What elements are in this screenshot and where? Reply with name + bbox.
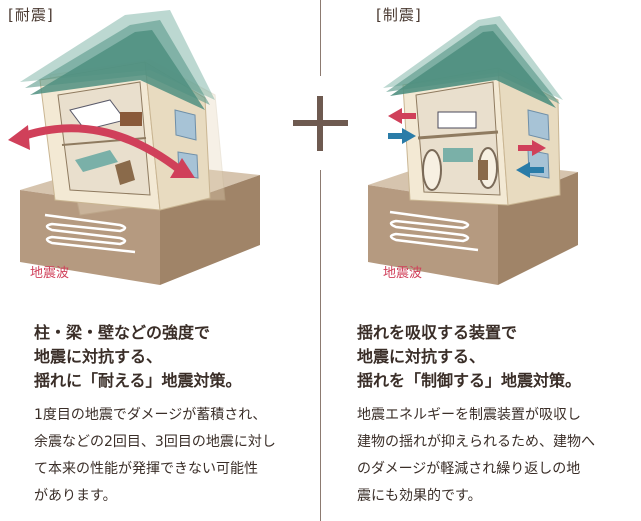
seismic-wave-label: 地震波 [30,266,70,281]
heading-line: 柱・梁・壁などの強度で [34,323,211,342]
body-line: て本来の性能が発揮できない可能性 [34,461,258,477]
heading-line: 揺れを「制御する」地震対策。 [357,371,582,390]
shaking-arrow-icon [8,124,195,178]
seismic-resistance-heading: 柱・梁・壁などの強度で 地震に対抗する、 揺れに「耐える」地震対策。 [34,321,242,393]
plus-icon [293,96,348,151]
seismic-wave-label: 地震波 [383,266,423,281]
body-line: 地震エネルギーを制震装置が吸収し [357,407,581,423]
heading-line: 地震に対抗する、 [357,347,486,366]
seismic-control-description: 地震エネルギーを制震装置が吸収し 建物の揺れが抑えられるため、建物へ のダメージ… [357,402,595,510]
body-line: のダメージが軽減され繰り返しの地 [357,461,581,477]
seismic-wave-icon [389,210,479,252]
body-line: 震にも効果的です。 [357,488,482,504]
seismic-wave-icon [44,213,136,254]
seismic-control-heading: 揺れを吸収する装置で 地震に対抗する、 揺れを「制御する」地震対策。 [357,321,581,393]
divider-top [320,0,321,76]
body-line: 1度目の地震でダメージが蓄積され、 [34,407,267,423]
seismic-control-house-illustration [368,16,578,285]
body-line: があります。 [34,488,117,504]
divider-bottom [320,170,321,521]
force-arrow-icon [388,108,546,178]
seismic-resistance-house-illustration [8,10,260,285]
seismic-resistance-label: [耐震] [8,6,54,24]
body-line: 建物の揺れが抑えられるため、建物へ [357,434,595,450]
heading-line: 地震に対抗する、 [34,347,163,366]
seismic-control-label: [制震] [376,6,422,24]
heading-line: 揺れを吸収する装置で [357,323,518,342]
heading-line: 揺れに「耐える」地震対策。 [34,371,242,390]
seismic-resistance-description: 1度目の地震でダメージが蓄積され、 余震などの2回目、3回目の地震に対し て本来… [34,402,276,510]
body-line: 余震などの2回目、3回目の地震に対し [34,434,276,450]
